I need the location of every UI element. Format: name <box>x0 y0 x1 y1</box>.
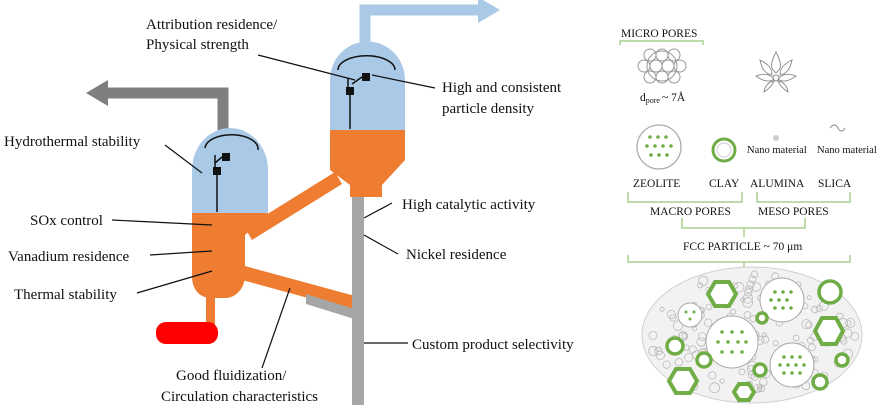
label-attribution: Attribution residence/ <box>146 17 278 33</box>
regen-catalyst-line <box>242 266 355 310</box>
product-pipe <box>359 4 478 48</box>
label-clay: CLAY <box>709 178 740 190</box>
matrix-granule <box>705 303 713 311</box>
matrix-granule <box>696 337 706 347</box>
zeolite-particle <box>636 124 682 170</box>
pore-brackets <box>627 192 851 270</box>
label-fluidization-1: Good fluidization/ <box>176 368 287 384</box>
label-fcc-particle: FCC PARTICLE ~ 70 μm <box>683 241 802 253</box>
label-vanadium: Vanadium residence <box>8 249 130 265</box>
matrix-granule <box>655 350 665 360</box>
matrix-granule <box>692 326 698 332</box>
matrix-granule <box>744 288 753 297</box>
matrix-granule <box>743 311 752 319</box>
matrix-granule <box>669 314 677 322</box>
matrix-granule <box>806 295 812 301</box>
matrix-granule <box>748 275 757 284</box>
silica-squiggle-icon <box>829 124 846 132</box>
matrix-granule <box>740 297 746 303</box>
label-dpore: dpore~ 7Å <box>640 90 686 105</box>
label-meso-pores: MESO PORES <box>758 206 829 218</box>
reactor-vessel <box>330 41 405 197</box>
label-zeolite: ZEOLITE <box>633 178 680 190</box>
cyclone-icon <box>204 133 259 212</box>
fcc-particle <box>641 266 863 404</box>
leader-lines <box>111 54 436 369</box>
zeolite-crystals <box>677 277 815 388</box>
riser-branch <box>306 294 364 322</box>
cyclone-icon <box>337 55 396 129</box>
matrix-granule <box>761 335 770 344</box>
matrix-granule <box>772 340 779 347</box>
label-thermal: Thermal stability <box>14 287 117 303</box>
label-macro-pores: MACRO PORES <box>650 206 731 218</box>
matrix-granule <box>698 275 709 286</box>
matrix-granule <box>742 293 754 304</box>
matrix-granule <box>678 331 687 340</box>
matrix-granule <box>662 360 671 369</box>
label-fluidization-2: Circulation characteristics <box>161 389 318 405</box>
matrix-granule <box>730 308 737 315</box>
label-micro-pores: MICRO PORES <box>621 28 697 40</box>
matrix-granule <box>704 318 713 327</box>
matrix-granule <box>648 345 659 357</box>
matrix-granule <box>708 371 717 380</box>
fcc-unit <box>86 0 500 405</box>
label-physical-strength: Physical strength <box>146 37 249 53</box>
matrix-granule <box>667 309 677 319</box>
matrix-granule <box>792 334 800 342</box>
alumina-dot <box>773 135 779 141</box>
matrix-granule <box>840 337 848 345</box>
matrix-granule <box>801 319 812 330</box>
matrix-granule <box>759 377 768 387</box>
clay-hexagons <box>666 280 846 402</box>
label-nano-2: Nano material <box>817 145 877 156</box>
flue-gas-pipe <box>108 87 229 133</box>
matrix-granule <box>850 332 860 341</box>
label-catalytic: High catalytic activity <box>402 197 536 213</box>
label-slica: SLICA <box>818 178 852 190</box>
label-density-1: High and consistent <box>442 80 562 96</box>
label-alumina: ALUMINA <box>750 178 805 190</box>
label-sox: SOx control <box>30 213 103 229</box>
matrix-granule <box>709 382 720 394</box>
particle-schematic: MICRO PORES dpore~ 7Å ZEOLITE CLAY <box>619 28 877 404</box>
label-selectivity: Custom product selectivity <box>412 337 574 353</box>
matrix-granule <box>845 320 852 327</box>
zeolite-framework-icon <box>637 48 687 84</box>
matrix-granule <box>758 385 765 393</box>
spent-catalyst-line <box>245 172 342 240</box>
matrix-granule <box>808 343 816 352</box>
red-block <box>156 322 218 344</box>
alumina-flower-icon <box>755 50 797 93</box>
matrix-granule <box>750 270 759 279</box>
matrix-granule <box>761 332 767 338</box>
matrix-granule <box>672 320 684 331</box>
micro-pores-bracket <box>619 40 704 45</box>
riser <box>352 130 364 405</box>
label-nano-1: Nano material <box>747 145 807 156</box>
flue-gas-arrow-icon <box>86 80 108 106</box>
label-density-2: particle density <box>442 101 535 117</box>
label-hydrothermal: Hydrothermal stability <box>4 134 141 150</box>
reactor-labels: Attribution residence/ Physical strength… <box>4 17 574 405</box>
standpipe <box>206 280 215 335</box>
clay-particle <box>711 137 737 163</box>
matrix-granule <box>719 378 725 384</box>
matrix-granule <box>659 306 665 312</box>
matrix-granule <box>742 297 753 308</box>
matrix-granule <box>751 282 762 292</box>
regenerator-vessel <box>192 128 268 298</box>
matrix-granule <box>738 368 746 376</box>
matrix-granule <box>811 305 819 314</box>
clay-rings <box>665 279 850 391</box>
product-arrow-icon <box>478 0 500 23</box>
matrix-granule <box>746 280 755 289</box>
label-nickel: Nickel residence <box>406 247 507 263</box>
matrix-granule <box>648 330 658 340</box>
matrix-granule <box>674 357 684 367</box>
matrix-granule <box>655 346 661 353</box>
